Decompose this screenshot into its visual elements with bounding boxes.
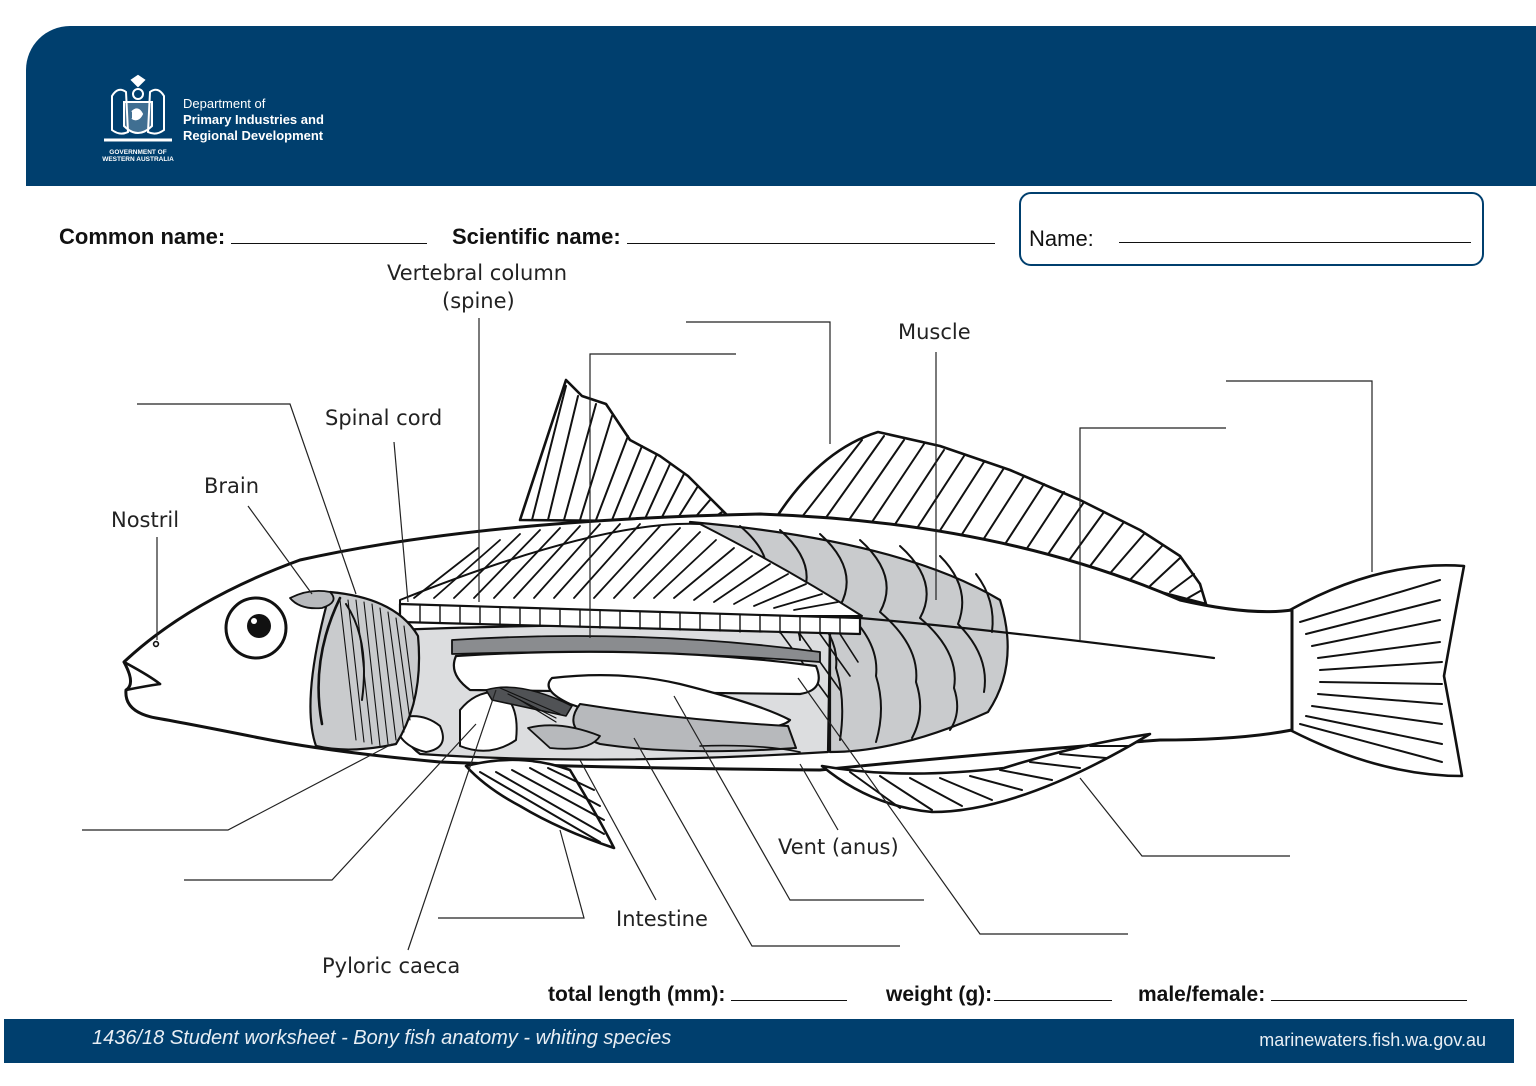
govt-line-1: GOVERNMENT OF <box>109 149 167 156</box>
swim-bladder <box>452 650 820 696</box>
total-length-blank[interactable] <box>731 982 848 1001</box>
label-vertebral-column: Vertebral column <box>387 261 568 285</box>
total-length-label: total length (mm): <box>548 983 726 1006</box>
student-name-blank[interactable] <box>1119 226 1471 243</box>
sex-label: male/female: <box>1138 983 1266 1006</box>
common-name-blank[interactable] <box>231 221 428 244</box>
government-label: GOVERNMENT OF WESTERN AUSTRALIA <box>96 149 180 163</box>
pyloric-caeca <box>485 686 573 717</box>
label-pyloric-caeca: Pyloric caeca <box>322 954 461 978</box>
pupil <box>247 614 271 638</box>
common-name-field[interactable]: Common name: <box>59 221 428 250</box>
label-intestine: Intestine <box>616 907 708 931</box>
caudal-fin <box>1288 564 1466 778</box>
soft-dorsal-fin <box>774 430 1208 606</box>
common-name-label: Common name: <box>59 224 226 249</box>
coat-of-arms-logo <box>104 74 172 142</box>
worksheet-title: 1436/18 Student worksheet - Bony fish an… <box>92 1027 672 1049</box>
department-name: Department of Primary Industries and Reg… <box>183 96 324 144</box>
sex-field[interactable]: male/female: <box>1138 982 1468 1007</box>
lateral-line <box>858 616 1216 660</box>
website-link[interactable]: marinewaters.fish.wa.gov.au <box>1259 1030 1486 1050</box>
weight-blank[interactable] <box>994 982 1113 1001</box>
fish-diagram <box>122 378 1466 850</box>
footer-banner: 1436/18 Student worksheet - Bony fish an… <box>4 1019 1514 1063</box>
govt-line-2: WESTERN AUSTRALIA <box>102 156 174 163</box>
weight-field[interactable]: weight (g): <box>886 982 1113 1007</box>
liver <box>459 690 518 752</box>
dept-line-2: Primary Industries and <box>183 112 324 127</box>
header-banner <box>26 26 1536 186</box>
total-length-field[interactable]: total length (mm): <box>548 982 848 1007</box>
student-name-box[interactable]: Name: <box>1019 192 1484 266</box>
dept-line-3: Regional Development <box>183 128 324 143</box>
label-muscle: Muscle <box>898 320 971 344</box>
label-vertebral-column-spine: (spine) <box>442 289 515 313</box>
label-vent: Vent (anus) <box>778 835 899 859</box>
scientific-name-blank[interactable] <box>626 221 995 244</box>
sex-blank[interactable] <box>1271 982 1468 1001</box>
student-name-label: Name: <box>1029 226 1094 251</box>
label-spinal-cord: Spinal cord <box>325 406 443 430</box>
scientific-name-field[interactable]: Scientific name: <box>452 221 995 250</box>
dept-line-1: Department of <box>183 96 266 111</box>
leader-lines <box>82 318 1373 951</box>
label-nostril: Nostril <box>111 508 180 532</box>
label-brain: Brain <box>204 474 260 498</box>
scientific-name-label: Scientific name: <box>452 224 621 249</box>
weight-label: weight (g): <box>886 983 993 1006</box>
nostril <box>152 640 160 648</box>
